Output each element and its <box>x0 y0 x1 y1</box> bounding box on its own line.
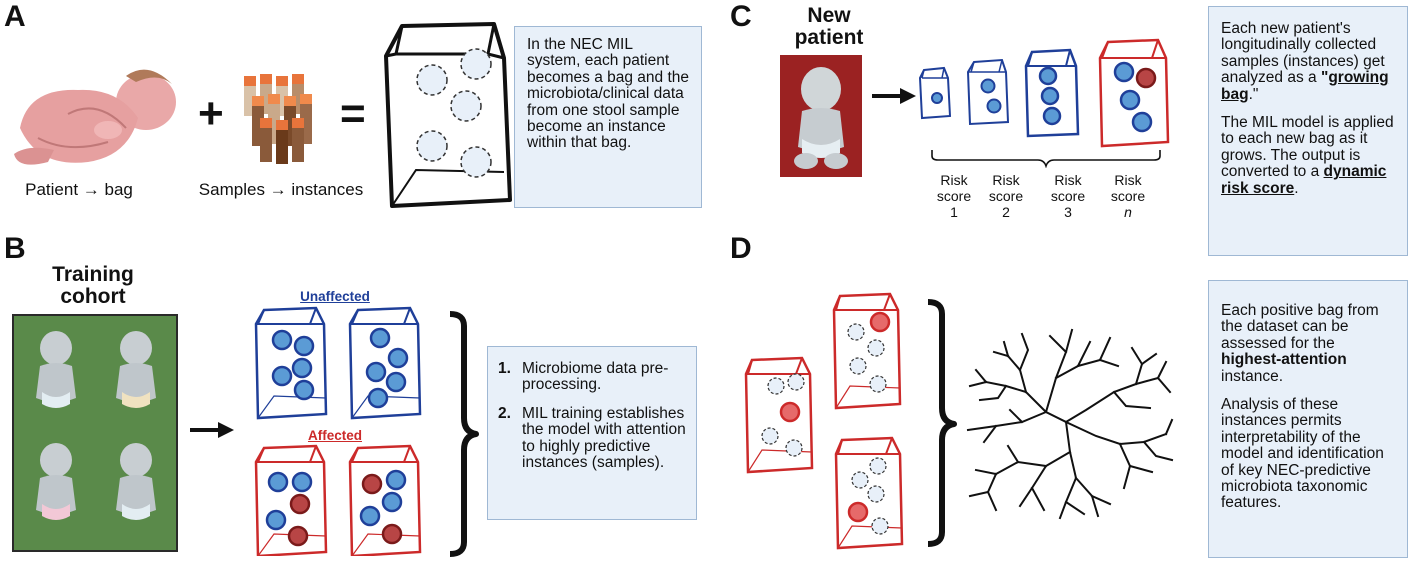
large-bag-icon <box>384 22 512 208</box>
new-patient-heading: New patient <box>794 4 864 49</box>
growing-bags-row <box>918 38 1170 148</box>
unaffected-bag-1 <box>254 306 328 420</box>
growing-bag-1 <box>918 66 952 120</box>
panel-d-description-box: Each positive bag from the dataset can b… <box>1208 280 1408 558</box>
arrow-right-icon-b <box>190 422 234 438</box>
phylogenetic-tree-icon <box>966 328 1174 520</box>
growing-bag-3 <box>1024 48 1080 138</box>
positive-brace-icon <box>927 299 957 547</box>
affected-bag-2 <box>348 444 422 556</box>
unaffected-label: Unaffected <box>300 289 370 304</box>
growing-bag-n <box>1098 38 1170 148</box>
patient-caption: Patient → bag <box>25 180 133 199</box>
cohort-babies-icon <box>36 331 156 520</box>
training-cohort-heading: Training cohort <box>52 263 134 308</box>
training-steps-box: 1.Microbiome data pre-processing. 2.MIL … <box>487 346 697 520</box>
unaffected-bag-2 <box>348 306 422 420</box>
panel-a-description-box: In the NEC MIL system, each patient beco… <box>514 26 702 208</box>
positive-bag-middle <box>744 356 814 474</box>
training-bags <box>254 306 422 556</box>
panel-a-description: In the NEC MIL system, each patient beco… <box>527 36 690 152</box>
arrow-right-icon-c <box>872 88 916 104</box>
affected-bag-1 <box>254 444 328 556</box>
plus-sign: + <box>198 89 224 138</box>
training-steps-list: 1.Microbiome data pre-processing. 2.MIL … <box>498 360 686 472</box>
panel-label-c: C <box>730 0 752 33</box>
baby-icon <box>794 67 848 169</box>
growing-bag-2 <box>966 58 1010 126</box>
positive-bag-bottom <box>834 436 904 550</box>
new-patient-card <box>780 55 862 177</box>
training-brace-icon <box>449 311 479 557</box>
panel-label-a: A <box>4 0 26 33</box>
panel-d-text-2: Analysis of these instances permits inte… <box>1221 396 1384 512</box>
risk-score-brace <box>931 150 1161 168</box>
equals-sign: = <box>340 89 366 138</box>
training-step-2: 2.MIL training establishes the model wit… <box>498 404 686 472</box>
panel-c-text-2: The MIL model is applied to each new bag… <box>1221 114 1394 197</box>
positive-bags <box>744 292 904 550</box>
panel-label-d: D <box>730 232 752 265</box>
panel-label-b: B <box>4 232 26 265</box>
sleeping-baby-icon <box>14 69 176 165</box>
samples-caption: Samples → instances <box>198 180 364 199</box>
affected-label: Affected <box>307 428 362 443</box>
positive-bag-top <box>832 292 902 410</box>
panel-c-description-box: Each new patient's longitudinally collec… <box>1208 6 1408 256</box>
panel-d-text-1: Each positive bag from the dataset can b… <box>1221 302 1379 385</box>
training-step-1: 1.Microbiome data pre-processing. <box>498 360 669 394</box>
panel-c-text-1: Each new patient's longitudinally collec… <box>1221 20 1389 103</box>
training-cohort-card <box>12 314 178 552</box>
sample-tubes-icon <box>244 74 312 164</box>
